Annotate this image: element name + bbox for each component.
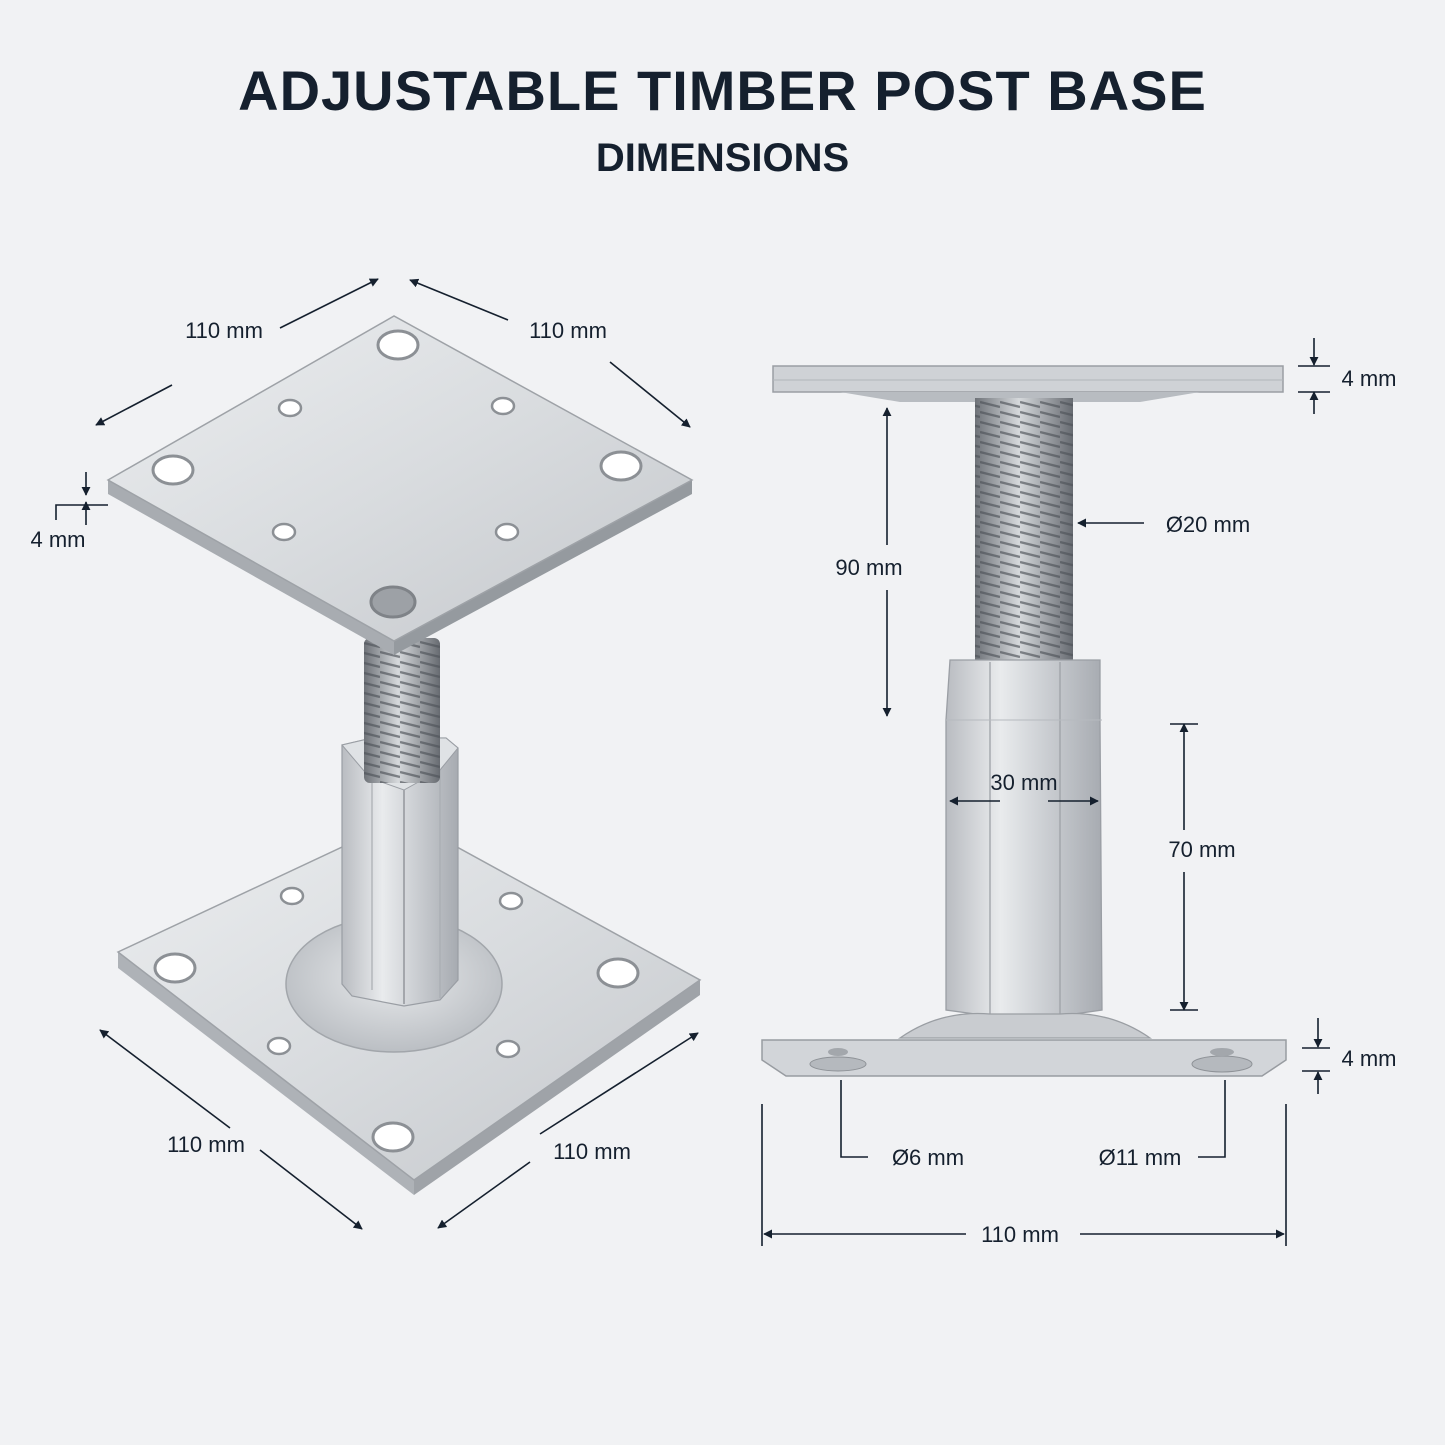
- dim-side-plate-width: 110 mm: [761, 1104, 1287, 1247]
- small-hole-icon: [279, 886, 305, 906]
- svg-text:110 mm: 110 mm: [981, 1222, 1059, 1247]
- top-plate: [106, 315, 694, 655]
- large-hole-icon: [371, 1121, 415, 1153]
- svg-text:110 mm: 110 mm: [553, 1139, 631, 1164]
- dim-side-rod-length: 90 mm: [835, 407, 903, 717]
- threaded-rod: [364, 638, 440, 783]
- side-threaded-rod: [975, 398, 1073, 660]
- left-view: 110 mm 110 mm 4 mm 110 mm 110 mm: [31, 278, 702, 1230]
- svg-text:110 mm: 110 mm: [167, 1132, 245, 1157]
- svg-text:Ø6 mm: Ø6 mm: [892, 1145, 964, 1170]
- small-hole-icon: [490, 396, 516, 416]
- svg-text:4 mm: 4 mm: [1342, 1046, 1397, 1071]
- small-hole-icon: [809, 1056, 867, 1072]
- large-hole-icon: [596, 957, 640, 989]
- dim-side-hex-height: 70 mm: [1168, 723, 1236, 1011]
- svg-text:4 mm: 4 mm: [31, 527, 86, 552]
- side-bottom-plate: [761, 1039, 1287, 1077]
- page-title: ADJUSTABLE TIMBER POST BASE: [238, 59, 1207, 122]
- svg-text:110 mm: 110 mm: [185, 318, 263, 343]
- dim-side-bottom-thickness: 4 mm: [1302, 1018, 1397, 1094]
- rod-hole-icon: [369, 585, 417, 619]
- svg-text:30 mm: 30 mm: [990, 770, 1057, 795]
- large-hole-icon: [376, 329, 420, 361]
- large-hole-icon: [153, 952, 197, 984]
- small-hole-icon: [498, 891, 524, 911]
- small-hole-icon: [277, 398, 303, 418]
- dim-bottom-plate-left: 110 mm: [99, 1029, 363, 1230]
- large-hole-icon: [1191, 1055, 1253, 1073]
- svg-text:4 mm: 4 mm: [1342, 366, 1397, 391]
- dim-side-hex-width: 30 mm: [949, 770, 1099, 806]
- small-hole-icon: [494, 522, 520, 542]
- dim-large-hole: Ø11 mm: [1099, 1080, 1226, 1170]
- svg-text:110 mm: 110 mm: [529, 318, 607, 343]
- dim-top-plate-left: 110 mm: [95, 278, 379, 426]
- side-top-plate: [772, 365, 1284, 402]
- dim-side-rod-diameter: Ø20 mm: [1077, 512, 1250, 537]
- dim-bottom-plate-right: 110 mm: [437, 1032, 699, 1229]
- svg-text:Ø20 mm: Ø20 mm: [1166, 512, 1250, 537]
- side-boss: [897, 1012, 1153, 1039]
- svg-text:Ø11 mm: Ø11 mm: [1099, 1145, 1182, 1170]
- side-hex-sleeve: [945, 659, 1103, 1017]
- small-hole-icon: [495, 1039, 521, 1059]
- page-subtitle: DIMENSIONS: [595, 136, 850, 180]
- svg-text:70 mm: 70 mm: [1168, 837, 1235, 862]
- right-view: 4 mm 90 mm Ø20 mm 30 mm 70 mm: [761, 338, 1397, 1247]
- dim-small-hole: Ø6 mm: [840, 1080, 964, 1170]
- svg-text:90 mm: 90 mm: [835, 555, 902, 580]
- large-hole-icon: [599, 450, 643, 482]
- dim-top-plate-thickness: 4 mm: [31, 472, 108, 552]
- small-hole-icon: [266, 1036, 292, 1056]
- dim-side-top-thickness: 4 mm: [1298, 338, 1397, 414]
- small-hole-icon: [271, 522, 297, 542]
- large-hole-icon: [151, 454, 195, 486]
- dim-top-plate-right: 110 mm: [409, 278, 691, 428]
